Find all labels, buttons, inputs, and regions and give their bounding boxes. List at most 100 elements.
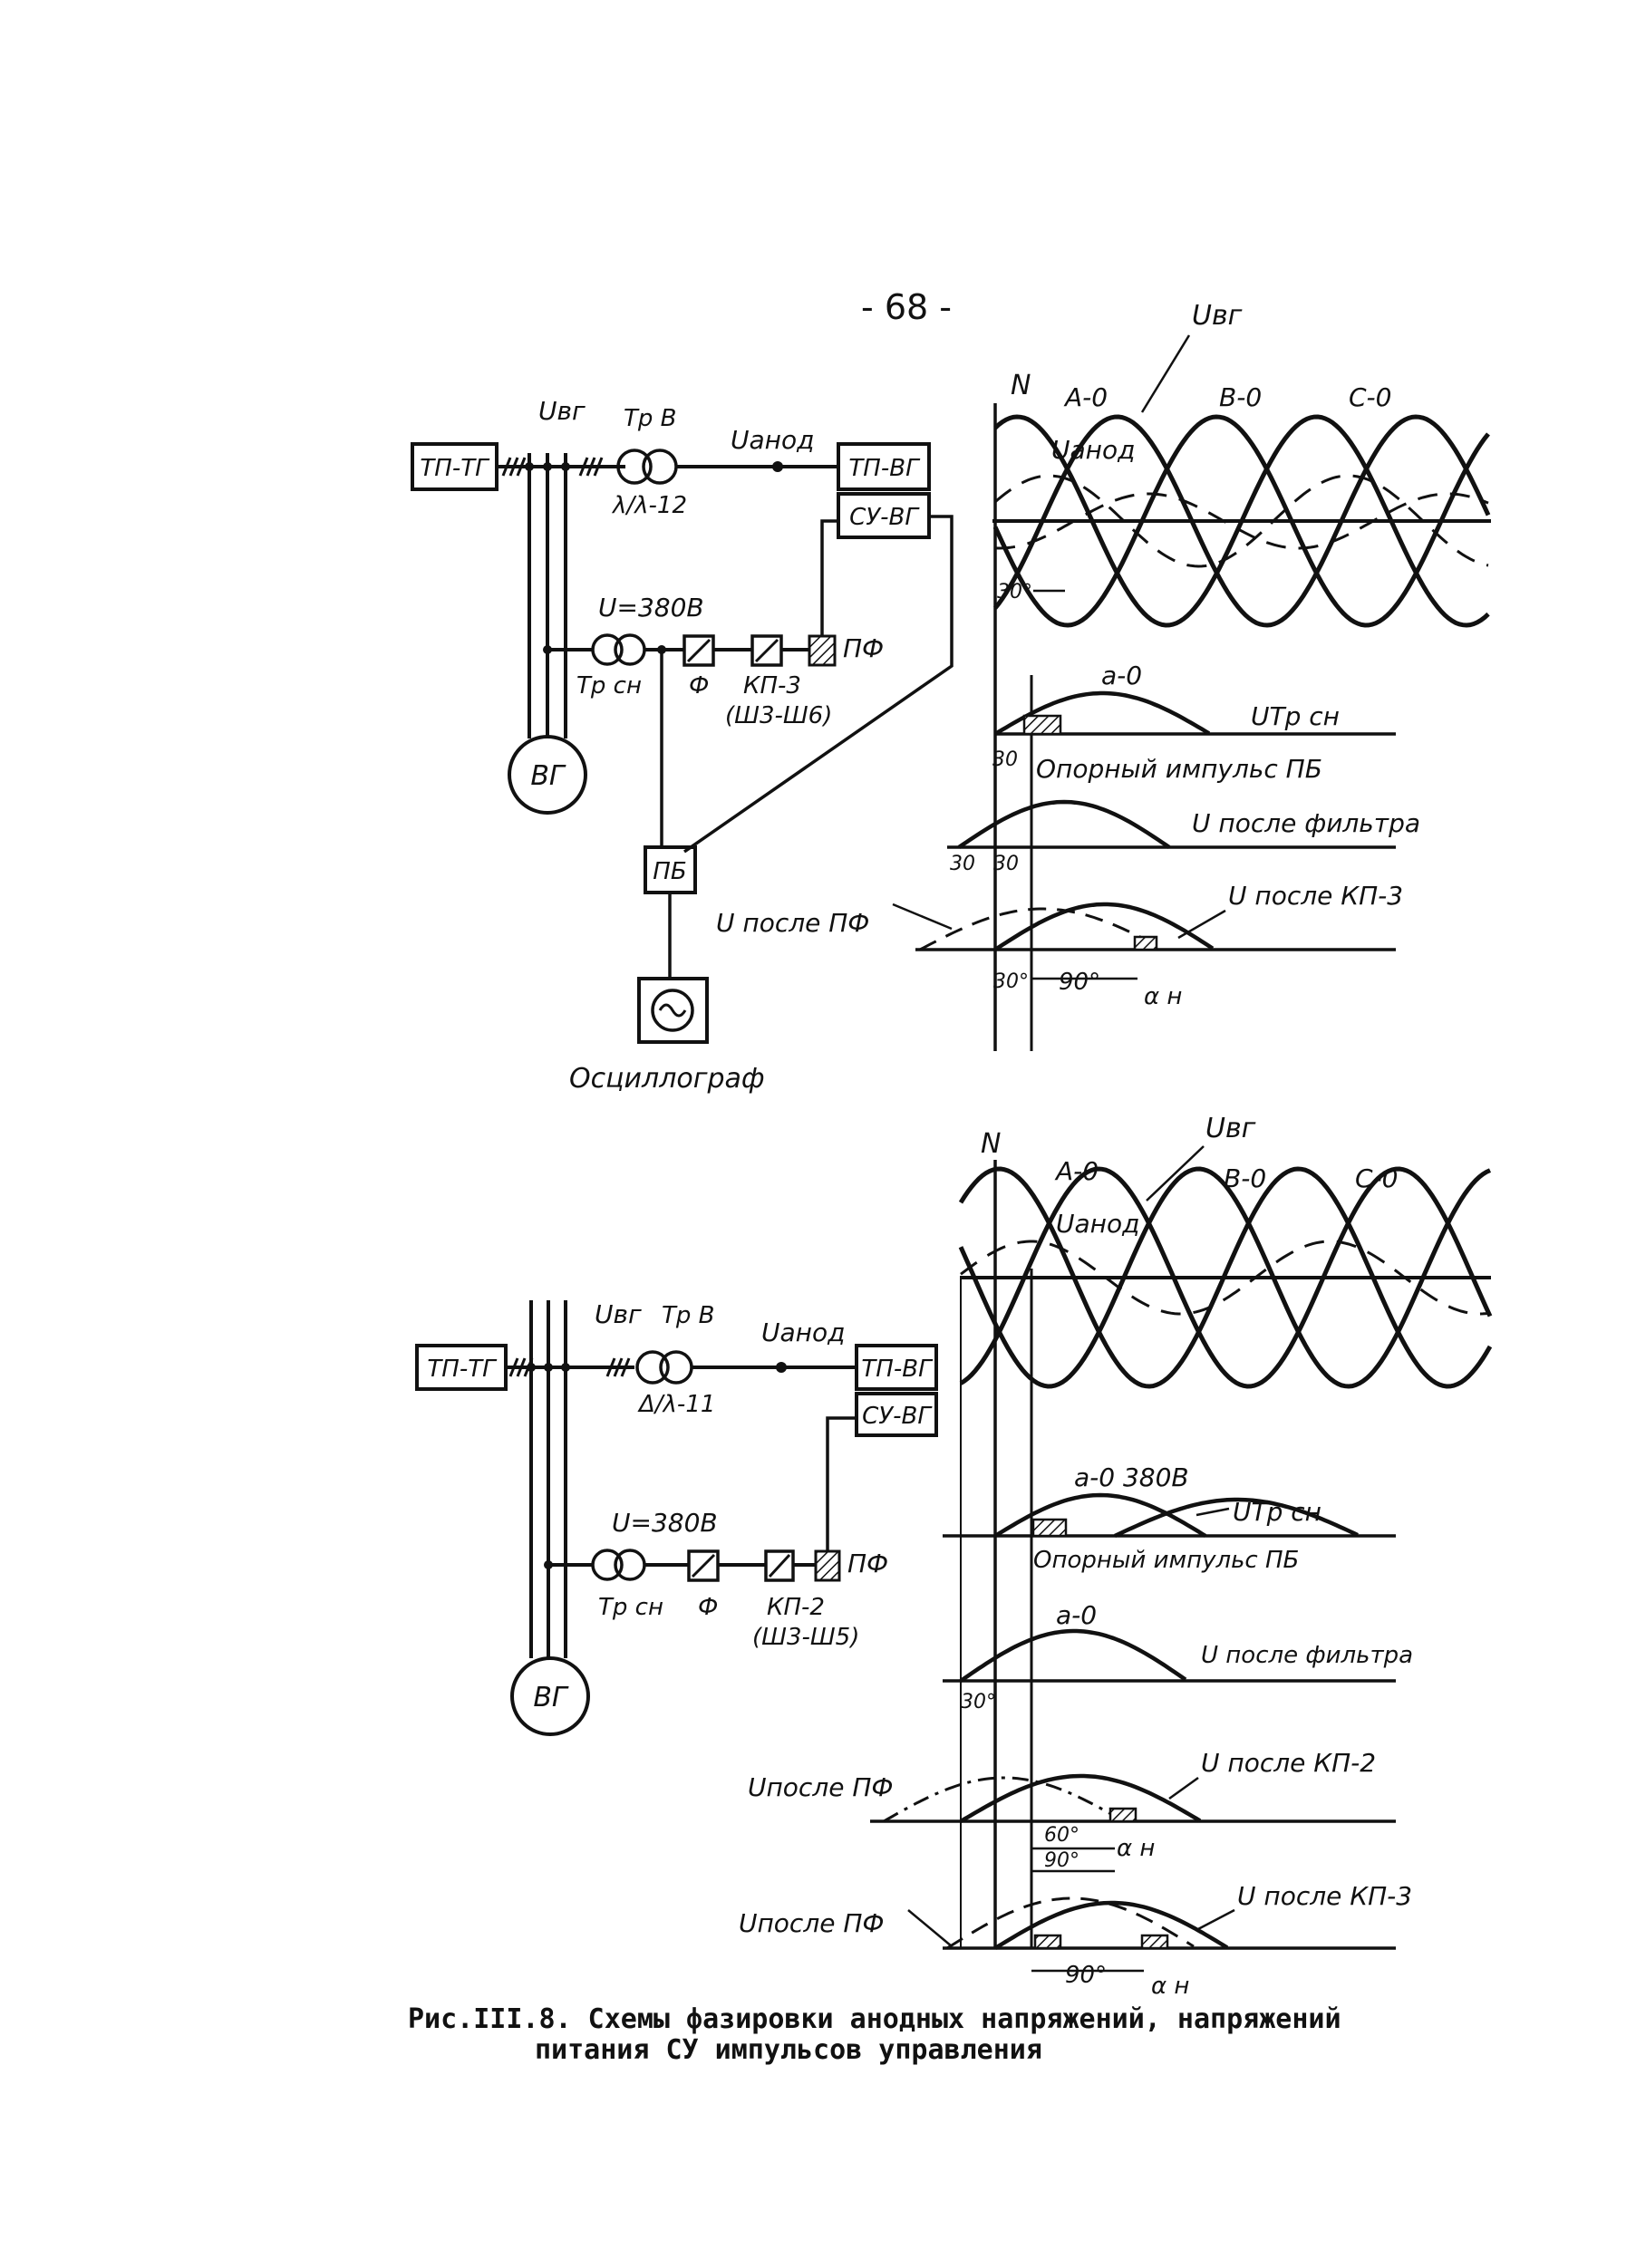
top-wave-30-label: 30° [997, 581, 1032, 603]
top-trsn-label: Тр сн [576, 672, 642, 700]
bottom-pf-label: ПФ [847, 1549, 888, 1578]
bottom-after-kp3-curve [993, 1900, 1229, 1950]
top-transformer-trv-primary [616, 449, 653, 485]
bottom-after-kp2-curve [959, 1773, 1202, 1823]
top-transformer-trsn-primary [591, 633, 624, 666]
bottom-su-vg-block [855, 1392, 938, 1437]
bottom-wave-n-label: N [981, 1128, 1001, 1160]
top-pb-label: ПБ [653, 858, 686, 885]
bottom-transformer-trv-secondary [659, 1350, 693, 1385]
bottom-u-vg-label: Uвг [595, 1299, 642, 1329]
top-su-vg-label: СУ-ВГ [849, 504, 920, 531]
bottom-wave-60-label: 60° [1044, 1824, 1079, 1847]
top-u-anod-label: Uанод [731, 425, 814, 455]
bottom-wave-phase-b-label: В-0 [1224, 1163, 1266, 1193]
top-anode-dashed-curve-2 [994, 492, 1489, 550]
bottom-phase-c-curve [958, 1166, 1492, 1389]
bottom-wave-30-label: 30° [961, 1691, 996, 1713]
oscilloscope-icon [651, 989, 694, 1032]
bottom-kp2-pulse-mark [1108, 1807, 1137, 1823]
top-kp3-pulse-mark [1133, 935, 1158, 951]
top-wave-phase-a-label: А-0 [1063, 382, 1108, 412]
bottom-wave-ref-pulse-label: Опорный импульс ПБ [1033, 1547, 1299, 1574]
bottom-wave-uvg-label: Uвг [1205, 1113, 1256, 1144]
top-pf-block [808, 634, 837, 667]
bottom-wave-alpha2-label: α н [1151, 1973, 1189, 2000]
caption-line-1: Рис.III.8. Схемы фазировки анодных напря… [408, 2003, 1341, 2035]
bottom-phase-b-curve [959, 1166, 1493, 1389]
bottom-after-pf-dashdot-curve [883, 1776, 1124, 1823]
top-generator-label: ВГ [530, 760, 566, 792]
top-wave-a0-label: а-0 [1101, 661, 1142, 690]
top-after-kp3-curve [993, 902, 1215, 951]
bottom-wave-after-kp2-label: U после КП-2 [1201, 1748, 1376, 1778]
top-trv-label: Тр В [624, 405, 677, 432]
bottom-tp-vg-label: ТП-ВГ [861, 1356, 934, 1383]
top-phase-a-curve [993, 414, 1490, 628]
bottom-filter-f-label: Ф [698, 1594, 718, 1621]
bottom-transformer-trsn-secondary [614, 1549, 646, 1581]
top-wave-utrsn-label: UТр сн [1251, 701, 1340, 731]
top-tp-tg-label: ТП-ТГ [420, 455, 490, 482]
bottom-wave-after-pf-1-label: Uпосле ПФ [748, 1772, 894, 1802]
top-oscillograph-label: Осциллограф [569, 1063, 765, 1095]
bottom-pulse-mark-a [1033, 1934, 1062, 1950]
bottom-u380-label: U=380В [612, 1508, 718, 1538]
top-tp-vg-label: ТП-ВГ [848, 455, 921, 482]
top-wave-30c2-label: 30 [993, 853, 1019, 875]
bottom-wave-phase-a-label: А-0 [1054, 1156, 1099, 1186]
top-wave-n-label: N [1011, 370, 1031, 401]
bottom-transformer-trsn-primary [591, 1549, 624, 1581]
top-kp3-label: КП-3 [743, 672, 801, 700]
top-wave-after-pf-label: U после ПФ [716, 908, 869, 938]
bottom-waveforms: N Uвг А-0 В-0 С-0 Uанод а-0 380В UТр сн … [739, 1113, 1493, 2000]
bottom-a0-curve-2 [1114, 1497, 1359, 1539]
top-ref-pulse-mark [1022, 714, 1062, 736]
top-wave-30d-label: 30° [993, 970, 1029, 993]
bottom-tp-vg-block [855, 1344, 938, 1391]
top-after-filter-curve [957, 799, 1171, 849]
top-wave-phase-b-label: В-0 [1219, 382, 1262, 412]
top-wave-30b-label: 30 [992, 748, 1018, 771]
top-u380-label: U=380В [598, 593, 704, 622]
top-after-pf-dashed-curve [919, 907, 1164, 951]
bottom-wave-uanod-label: Uанод [1056, 1209, 1139, 1239]
top-wave-uvg-label: Uвг [1192, 300, 1243, 332]
top-pf-label: ПФ [843, 633, 884, 663]
top-phase-b-curve [993, 414, 1491, 628]
bottom-pf-block [814, 1549, 841, 1582]
bottom-u-anod-label: Uанод [761, 1317, 845, 1347]
bottom-su-vg-label: СУ-ВГ [862, 1403, 933, 1430]
bottom-after-filter-curve [959, 1628, 1187, 1683]
bottom-trv-label: Тр В [662, 1302, 715, 1329]
top-transformer-trv-secondary [642, 449, 678, 485]
bottom-wave-90a-label: 90° [1044, 1849, 1079, 1872]
caption-line-2: питания СУ импульсов управления [535, 2034, 1042, 2066]
bottom-tp-tg-label: ТП-ТГ [427, 1356, 498, 1383]
top-oscillograph-box [637, 977, 709, 1044]
bottom-ref-pulse-mark [1031, 1518, 1068, 1538]
bottom-generator-vg [510, 1656, 590, 1736]
top-u-vg-label: Uвг [538, 396, 586, 426]
top-generator-vg [508, 735, 587, 815]
top-wave-after-filter-label: U после фильтра [1192, 808, 1420, 838]
top-kp3-sub-label: (Ш3-Ш6) [725, 702, 832, 729]
bottom-kp2-sub-label: (Ш3-Ш5) [752, 1624, 859, 1651]
top-wave-phase-c-label: С-0 [1349, 382, 1391, 412]
top-tp-vg-block [837, 442, 931, 491]
bottom-wave-alpha1-label: α н [1117, 1835, 1155, 1862]
top-phase-c-curve [992, 414, 1490, 628]
top-schematic: ТП-ТГ ВГ Uвг Тр В λ/λ-12 Uанод ТП-ВГ СУ-… [411, 396, 954, 1095]
bottom-kp2-label: КП-2 [767, 1594, 825, 1621]
top-wave-alpha-label: α н [1144, 983, 1182, 1010]
bottom-a0-curve [993, 1492, 1207, 1538]
bottom-wave-after-kp3-label: U после КП-3 [1237, 1881, 1412, 1911]
top-trv-group-label: λ/λ-12 [611, 492, 687, 519]
bottom-wave-90b-label: 90° [1065, 1962, 1107, 1989]
bottom-wave-after-filter-label: U после фильтра [1201, 1642, 1413, 1669]
bottom-wave-a0-label: а-0 [1056, 1600, 1097, 1630]
bottom-wave-after-pf-2-label: Uпосле ПФ [739, 1908, 885, 1938]
page-number: - 68 - [861, 287, 952, 327]
bottom-transformer-trv-primary [635, 1350, 670, 1385]
